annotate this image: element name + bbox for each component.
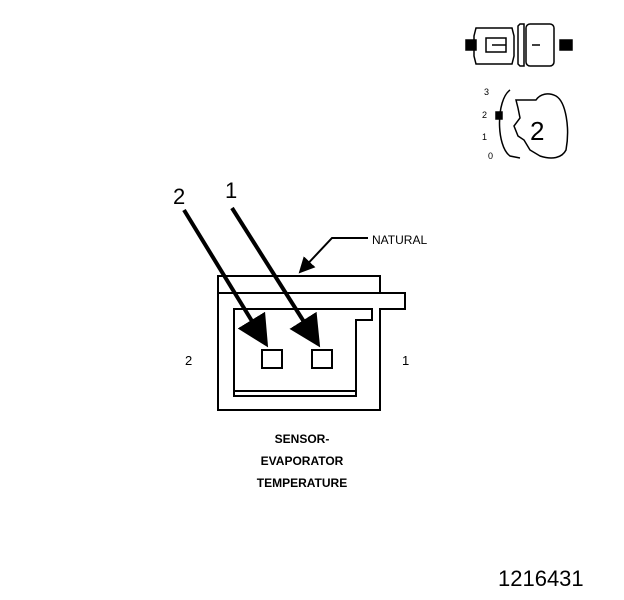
- natural-leader-line: [298, 237, 368, 274]
- inline-connector-icon: [465, 23, 573, 67]
- figure-id: 1216431: [498, 566, 584, 591]
- callout-1-label: 1: [225, 178, 238, 203]
- component-name-line-1: SENSOR-: [274, 432, 330, 446]
- component-name-line-2: EVAPORATOR: [260, 454, 344, 468]
- position-scale-2: 2: [482, 110, 488, 120]
- component-name: SENSOR- EVAPORATOR TEMPERATURE: [222, 428, 382, 494]
- terminal-cavity-2: [261, 349, 283, 369]
- housing-color-label: NATURAL: [372, 233, 428, 247]
- terminal-cavity-1: [311, 349, 333, 369]
- callout-arrow-2: [182, 208, 269, 348]
- position-scale-3: 3: [484, 87, 490, 97]
- position-indicator-icon: [495, 89, 569, 159]
- callout-2-label: 2: [173, 184, 186, 209]
- callout-arrow-1: [230, 206, 321, 348]
- component-name-line-3: TEMPERATURE: [256, 476, 348, 490]
- pin-label-left: 2: [185, 353, 193, 368]
- position-scale-0: 0: [488, 151, 494, 161]
- pin-label-right: 1: [402, 353, 410, 368]
- position-scale-1: 1: [482, 132, 488, 142]
- position-indicator-number: 2: [530, 116, 545, 146]
- connector-housing: [217, 275, 406, 411]
